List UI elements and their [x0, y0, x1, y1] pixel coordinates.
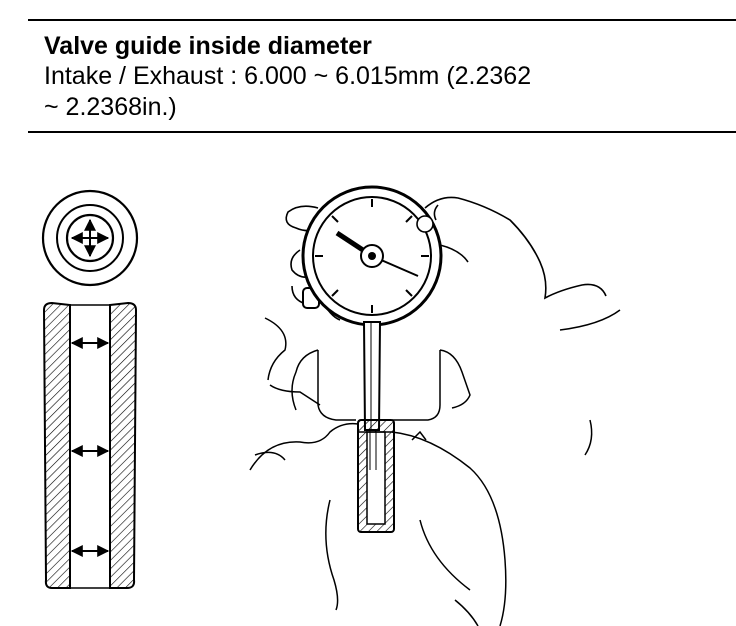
spec-block: Valve guide inside diameter Intake / Exh… [44, 31, 724, 123]
top-rule [28, 19, 736, 21]
cylinder-head-sketch [249, 309, 621, 626]
valve-guide-illustration [41, 185, 621, 626]
spec-line-1: Intake / Exhaust : 6.000 ~ 6.015mm (2.23… [44, 62, 532, 90]
dial-gauge [301, 185, 443, 327]
bottom-rule [28, 131, 736, 133]
guide-cross-section [42, 301, 138, 589]
gauge-stem [362, 321, 382, 431]
spec-title: Valve guide inside diameter [44, 32, 372, 60]
spec-line-2: ~ 2.2368in.) [44, 93, 177, 121]
measured-guide [357, 419, 395, 533]
guide-top-view [41, 189, 139, 287]
